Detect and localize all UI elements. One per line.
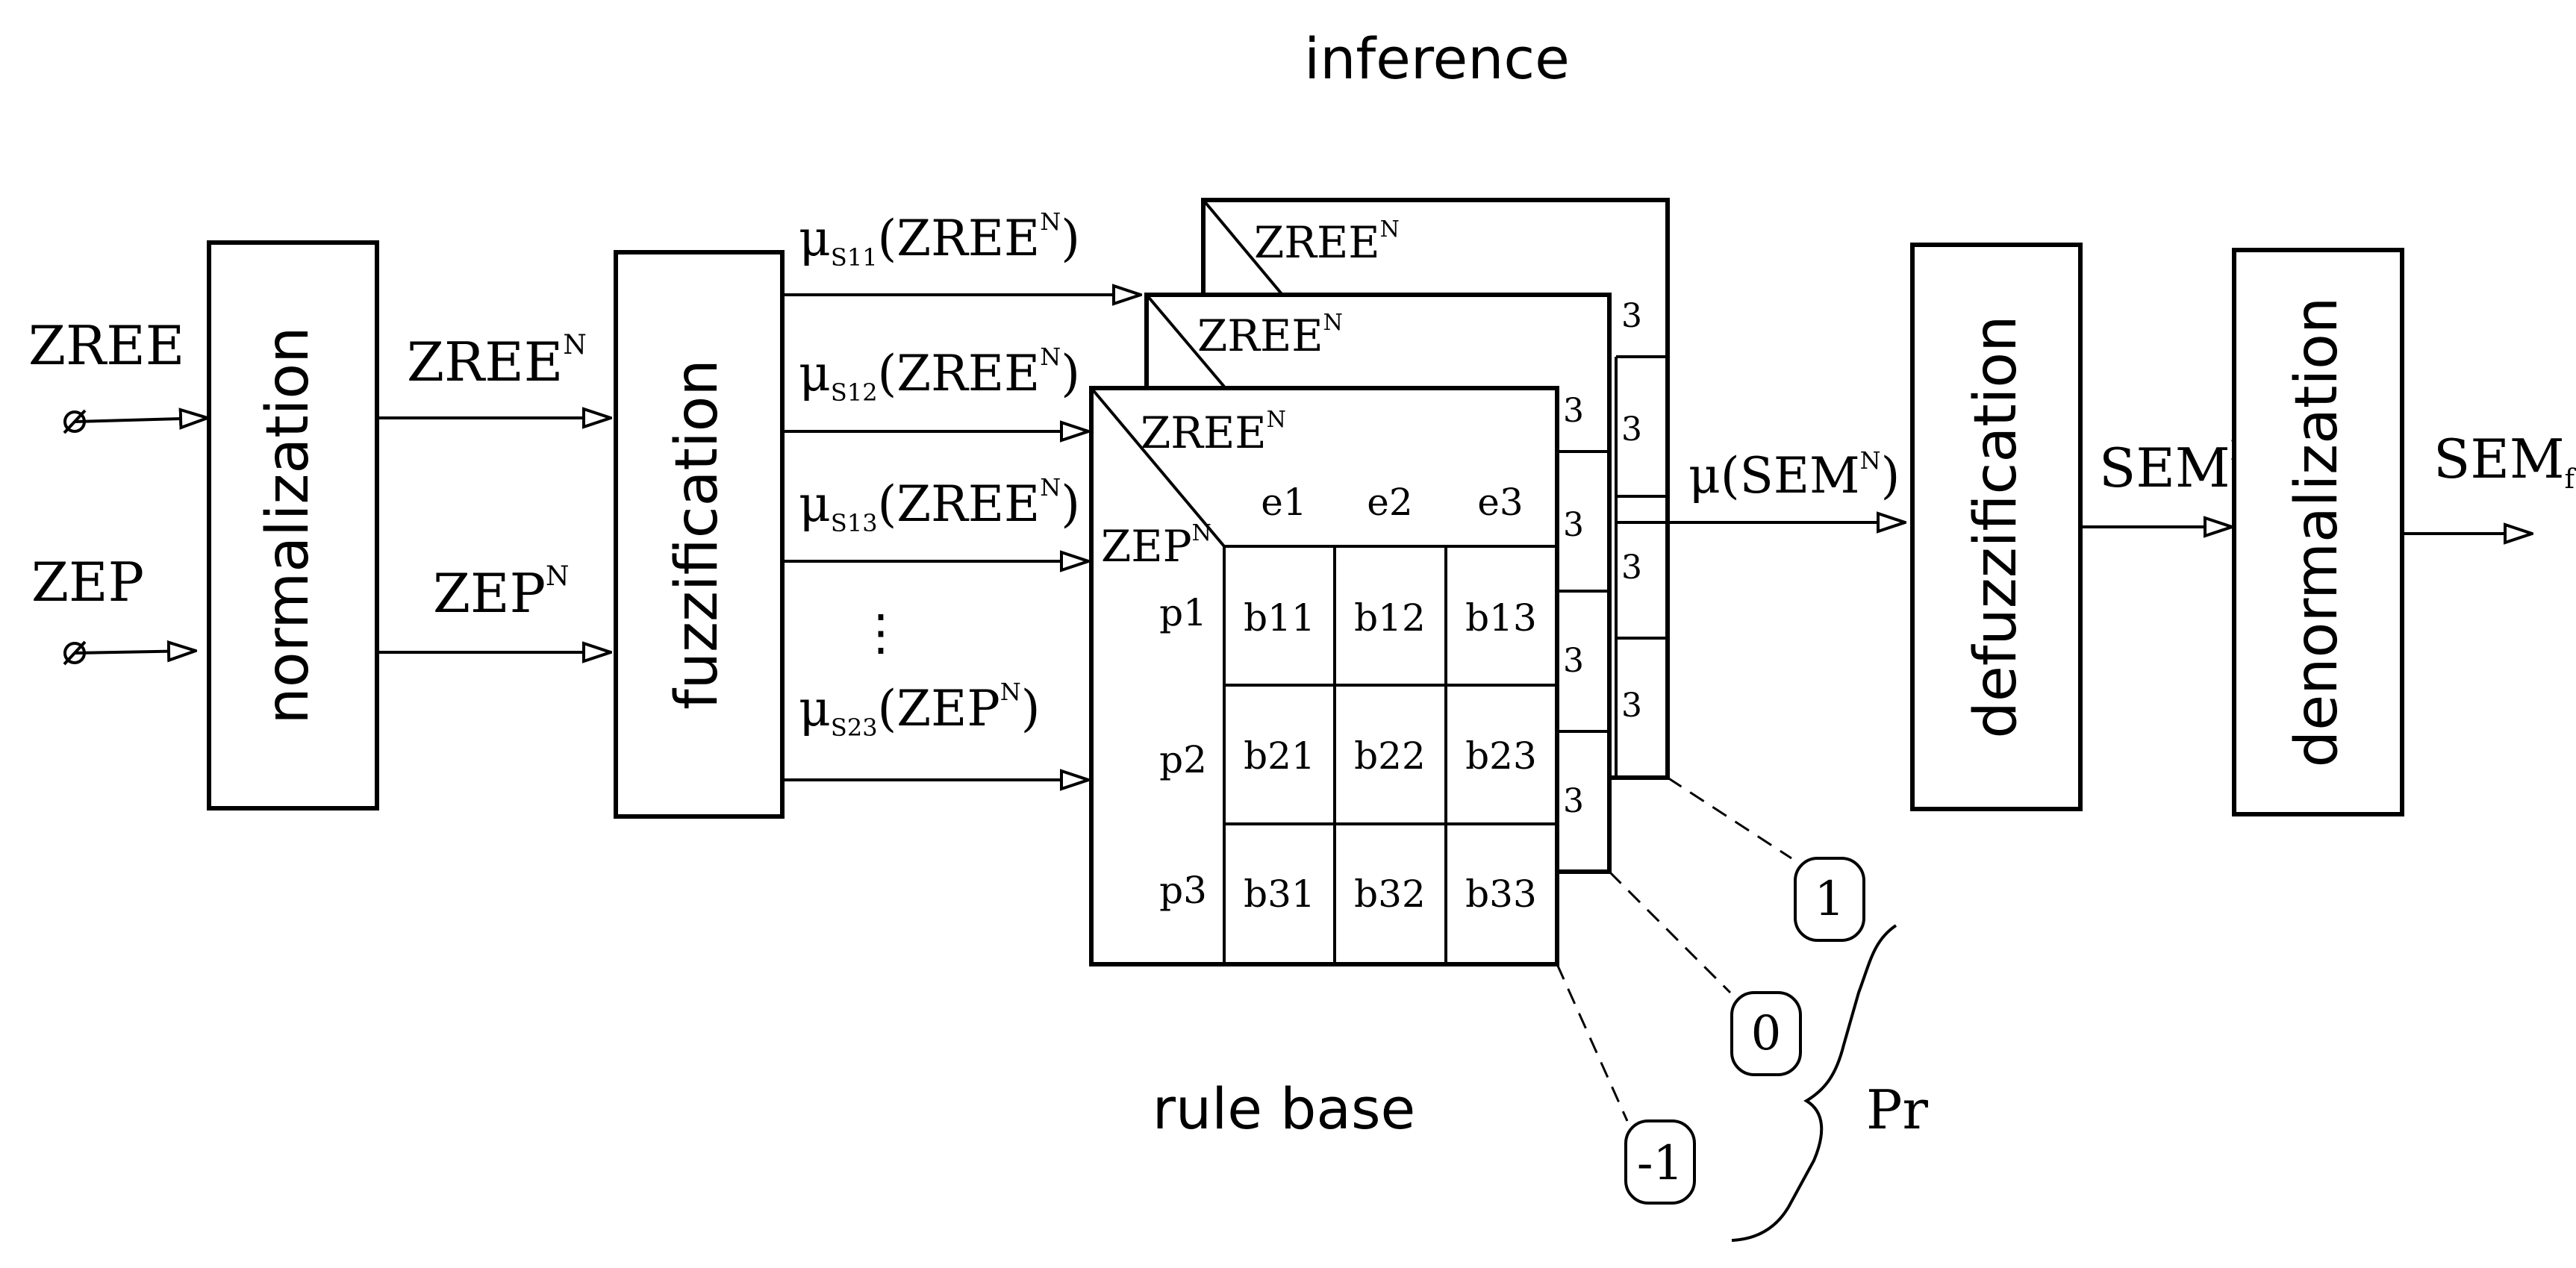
layer-1-leader (1667, 776, 1792, 860)
membership-s23-label: μS23(ZEPN) (799, 678, 1041, 742)
layer-1-value: 1 (1815, 872, 1845, 927)
zree-normalized-label: ZREEN (407, 330, 587, 393)
layer-0-corner-label: ZREEN (1197, 310, 1343, 361)
denormalization-block (2232, 248, 2404, 816)
sem-normalized-label: SEMN (2099, 436, 2254, 499)
layer-1-corner-label: ZREEN (1254, 216, 1400, 268)
membership-s11-label: μS11(ZREEN) (799, 207, 1080, 272)
rule-cell-b23: b23 (1465, 734, 1537, 778)
layer-0-fragment-2: 3 (1563, 506, 1584, 544)
rule-table-column-e2: e2 (1367, 481, 1412, 524)
pr-label: Pr (1866, 1078, 1928, 1141)
layer-1-badge: 1 (1794, 857, 1865, 942)
rule-cell-b22: b22 (1354, 734, 1426, 778)
membership-s12-label: μS12(ZREEN) (799, 343, 1080, 407)
normalization-label: normalization (255, 326, 322, 724)
input-zree-arrow (74, 418, 208, 422)
normalization-block (207, 240, 379, 811)
rule-table-layer-minus-1 (1089, 386, 1559, 966)
rule-cell-b31: b31 (1244, 872, 1315, 916)
pr-brace (1731, 924, 1897, 1242)
denormalization-label: denormalization (2283, 297, 2351, 768)
layer-0-fragment-4: 3 (1563, 782, 1584, 820)
zep-normalized-label: ZEPN (433, 561, 570, 625)
rule-table-corner-top: ZREEN (1141, 407, 1286, 458)
rule-cell-b21: b21 (1244, 734, 1315, 778)
rule-cell-b13: b13 (1465, 596, 1537, 640)
fuzzification-block (614, 250, 785, 819)
layer-minus-1-leader (1556, 964, 1629, 1122)
layer-1-fragment-2: 3 (1621, 410, 1642, 449)
input-zep-arrow (74, 651, 196, 653)
rule-table-row-p3: p3 (1159, 869, 1207, 912)
layer-minus-1-badge: -1 (1624, 1119, 1696, 1205)
rule-table-column-e1: e1 (1261, 481, 1306, 524)
layer-0-badge: 0 (1730, 991, 1802, 1076)
membership-ellipsis: ⋮ (856, 604, 905, 661)
rule-cell-b11: b11 (1244, 596, 1315, 640)
rule-cell-b12: b12 (1354, 596, 1426, 640)
defuzzification-label: defuzzification (1962, 315, 2030, 738)
membership-s13-label: μS13(ZREEN) (799, 473, 1080, 537)
defuzzification-block (1910, 243, 2083, 811)
layer-0-value: 0 (1751, 1006, 1782, 1061)
sem-final-label: SEMf (2433, 428, 2576, 495)
rule-cell-b33: b33 (1465, 872, 1537, 916)
rule-table-corner-left: ZEPN (1101, 520, 1211, 572)
rule-table-row-p1: p1 (1159, 591, 1207, 634)
inference-title: inference (1304, 25, 1570, 92)
layer-minus-1-value: -1 (1637, 1136, 1683, 1191)
fuzzification-label: fuzzification (664, 359, 731, 710)
layer-0-fragment-3: 3 (1563, 642, 1584, 680)
layer-1-fragment-3: 3 (1621, 549, 1642, 587)
input-zree-label: ZREE (28, 314, 184, 377)
inference-output-label: μ(SEMN) (1688, 446, 1900, 505)
rule-base-title: rule base (1153, 1075, 1416, 1142)
rule-table-row-p2: p2 (1159, 738, 1207, 781)
rule-cell-b32: b32 (1354, 872, 1426, 916)
layer-0-fragment-1: 3 (1563, 392, 1584, 430)
layer-1-fragment-4: 3 (1621, 687, 1642, 725)
layer-0-leader (1608, 870, 1732, 994)
input-zep-label: ZEP (31, 551, 144, 613)
rule-table-column-e3: e3 (1477, 481, 1523, 524)
layer-1-fragment-1: 3 (1621, 297, 1642, 335)
